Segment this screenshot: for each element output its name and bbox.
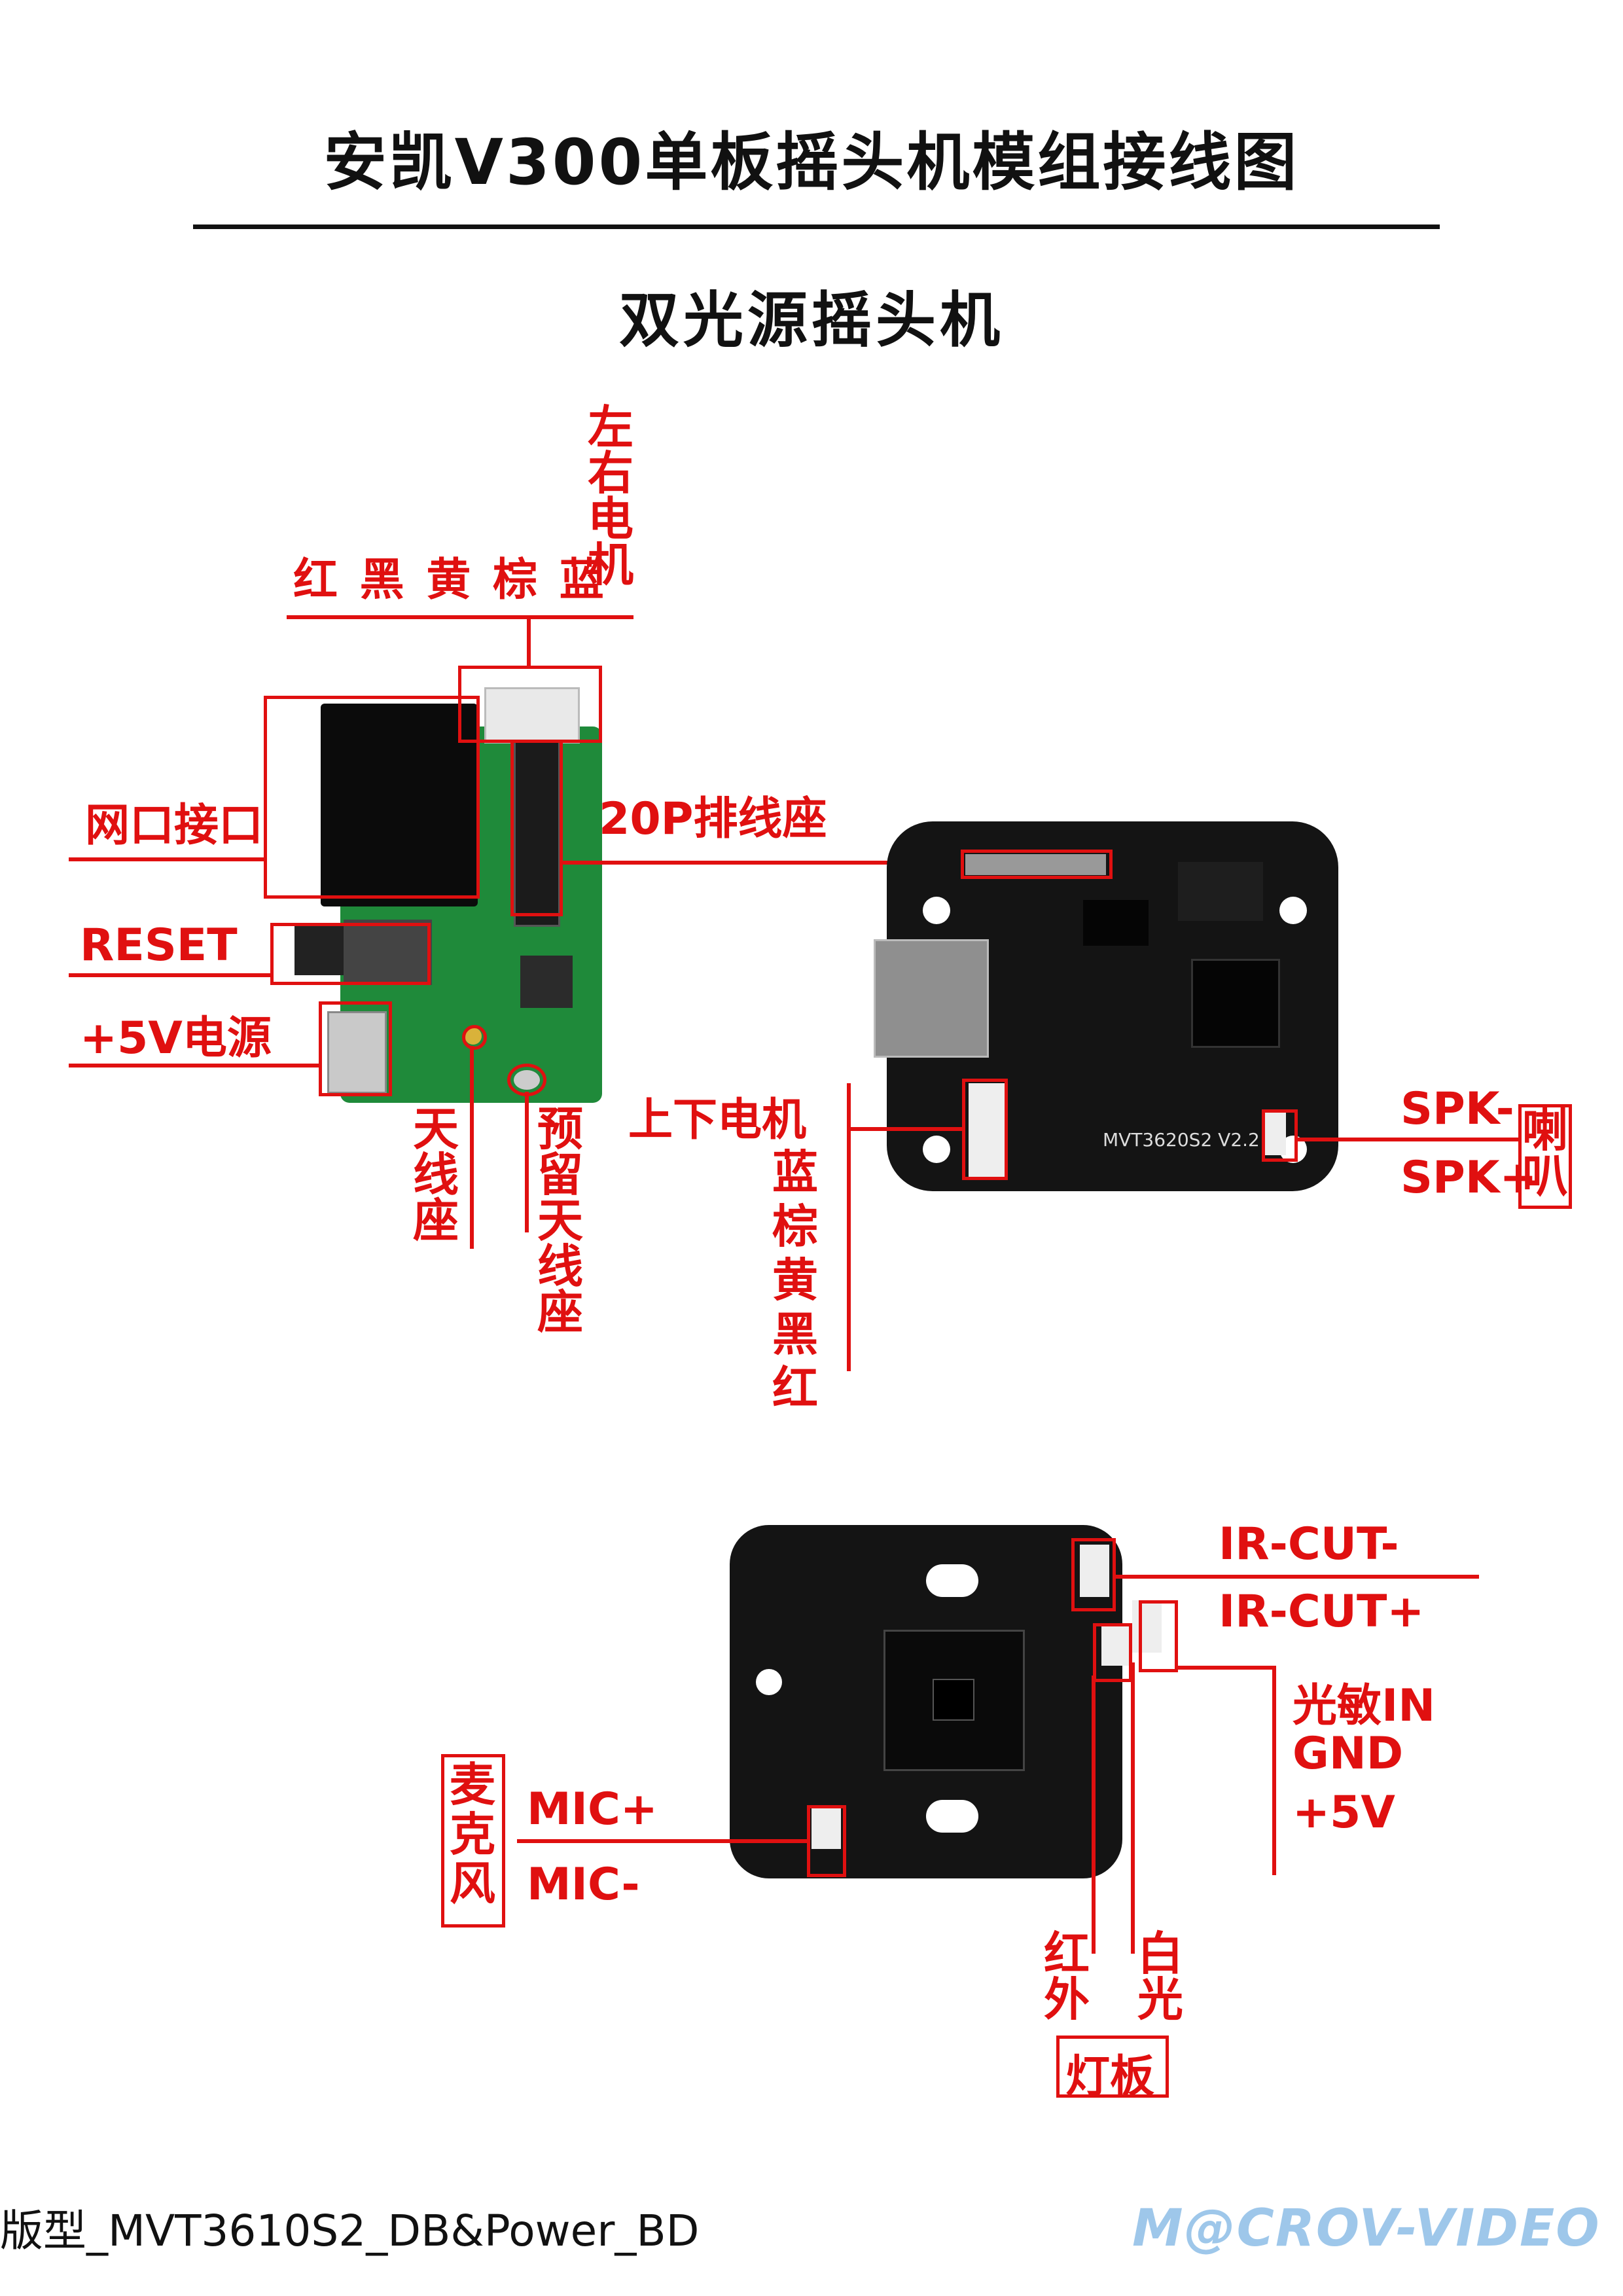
spk-plus-label: SPK+ — [1400, 1152, 1537, 1204]
ir-label: 红外 — [1044, 1927, 1090, 2026]
mic-label: 麦克风 — [450, 1758, 495, 1911]
mic-box — [441, 1754, 505, 1928]
5v-label: +5V — [1293, 1787, 1395, 1839]
antenna-marker — [462, 1025, 487, 1050]
motor-colors-label: 红 黑 黄 棕 蓝 — [293, 554, 604, 606]
sensor-board — [730, 1525, 1162, 1878]
white-light-label: 白光 — [1137, 1927, 1183, 2026]
gnd-label: GND — [1293, 1728, 1404, 1780]
ircut-connector-box — [1071, 1538, 1116, 1611]
motor-ud-colors: 蓝棕黄黑红 — [772, 1145, 818, 1416]
white-light-box — [1093, 1623, 1132, 1682]
board-version: 版型_MVT3610S2_DB&Power_BD — [0, 2206, 700, 2256]
flat-cable-label: 20P排线座 — [599, 793, 827, 845]
motor-ud-box — [962, 1079, 1008, 1180]
mic-connector-box — [807, 1805, 846, 1877]
motor-connector-box — [458, 666, 602, 743]
reserved-antenna-label: 预留天线座 — [537, 1102, 583, 1339]
lamp-board-box — [1056, 2036, 1169, 2098]
light-in-label: 光敏IN — [1293, 1680, 1436, 1732]
lamp-board-label: 灯板 — [1065, 2051, 1155, 2103]
power-box — [319, 1001, 392, 1096]
antenna-label: 天线座 — [413, 1102, 459, 1247]
reset-box — [270, 923, 431, 985]
reset-label: RESET — [80, 920, 238, 971]
speaker-box — [1518, 1104, 1572, 1209]
ethernet-label: 网口接口 — [85, 800, 264, 852]
mic-minus-label: MIC- — [527, 1859, 640, 1910]
speaker-label: 喇叭 — [1522, 1103, 1568, 1203]
motor-lr-label: 左右电机 — [588, 401, 633, 592]
flat-cable-box — [510, 740, 563, 916]
page-title: 安凯V300单板摇头机模组接线图 — [323, 126, 1300, 199]
sensor-connector-box — [1139, 1600, 1178, 1672]
power-label: +5V电源 — [80, 1013, 272, 1064]
page-subtitle: 双光源摇头机 — [618, 285, 1004, 355]
mic-plus-label: MIC+ — [527, 1784, 658, 1835]
top-connector-box — [961, 850, 1113, 879]
ircut-minus-label: IR-CUT- — [1219, 1518, 1399, 1570]
brand-logo: M@CROV-VIDEO — [1132, 2199, 1601, 2258]
ethernet-box — [264, 696, 480, 899]
title-divider — [193, 224, 1440, 229]
ircut-plus-label: IR-CUT+ — [1219, 1586, 1425, 1638]
speaker-connector-box — [1262, 1109, 1298, 1162]
board-model-text: MVT3620S2 V2.2 — [1103, 1129, 1260, 1151]
motor-ud-label: 上下电机 — [628, 1094, 807, 1146]
spk-minus-label: SPK- — [1400, 1083, 1514, 1135]
